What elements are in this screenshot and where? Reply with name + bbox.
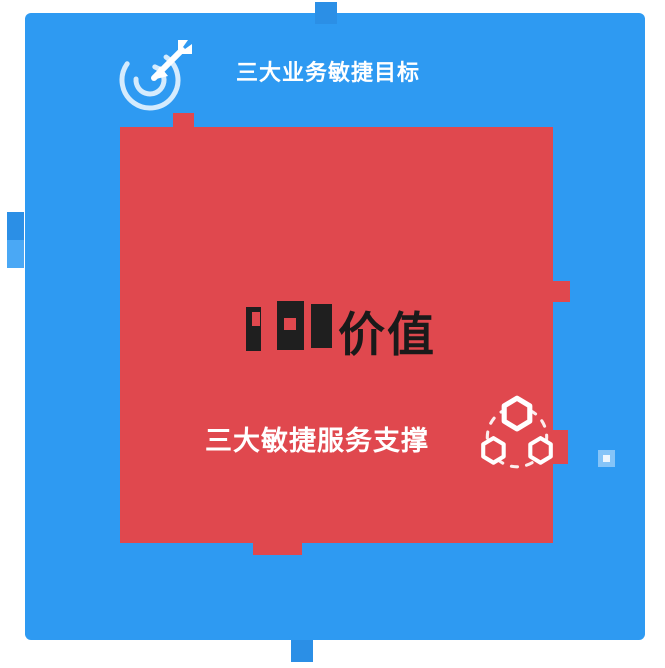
- red-block-notch-right2: [553, 430, 568, 464]
- hexagon-cluster-icon: [481, 395, 553, 469]
- red-block-notch-top: [173, 113, 194, 128]
- bottom-title: 三大敏捷服务支撑: [205, 426, 429, 456]
- red-overlay-patch: [284, 318, 296, 330]
- red-content-block: [120, 127, 553, 543]
- dart-fin-top: [178, 40, 188, 54]
- decor-square-left-1: [7, 212, 24, 240]
- decor-square-left-2: [7, 240, 24, 268]
- obscured-glyph-fragment: [311, 304, 332, 348]
- dart-fin-right: [178, 44, 192, 54]
- red-block-notch-right1: [553, 281, 570, 302]
- top-title: 三大业务敏捷目标: [236, 60, 421, 85]
- hexagon-bottom-left: [481, 436, 506, 465]
- center-title: 价值: [338, 308, 436, 361]
- decor-square-right-glyph: [603, 455, 610, 462]
- decor-square-right: [598, 450, 615, 467]
- hexagon-bottom-right: [528, 436, 553, 465]
- dart-head: [152, 66, 168, 80]
- hexagon-top: [501, 395, 533, 432]
- decor-square-top: [315, 2, 337, 24]
- red-overlay-patch: [252, 312, 260, 326]
- decor-square-bottom: [291, 640, 313, 662]
- red-block-notch-bottom: [253, 543, 302, 555]
- target-dart-icon: [119, 40, 192, 111]
